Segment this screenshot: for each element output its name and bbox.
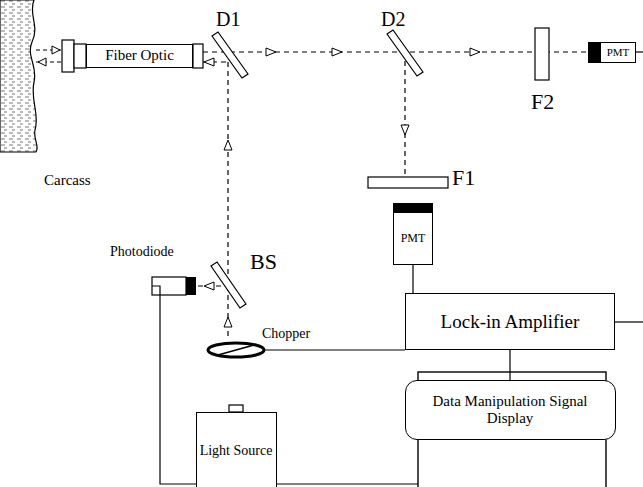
display-box: Data Manipulation Signal Display xyxy=(405,380,616,440)
chopper-blade xyxy=(218,345,254,355)
node-text: PMT xyxy=(401,232,426,246)
beam-arrows xyxy=(36,46,62,66)
amplifier-box: Lock-in Amplifier xyxy=(405,293,615,350)
filter-f2 xyxy=(535,28,549,80)
part-label: Chopper xyxy=(262,326,310,341)
pmt-window xyxy=(588,42,600,63)
light-source-box: Light Source xyxy=(196,412,277,487)
part-label: BS xyxy=(250,250,277,274)
node-text: Lock-in Amplifier xyxy=(441,311,580,333)
node-text: Fiber Optic xyxy=(105,47,174,64)
source-aperture xyxy=(229,405,243,412)
part-label: D1 xyxy=(216,8,240,30)
mirrors xyxy=(211,30,423,308)
part-label: Carcass xyxy=(44,172,91,189)
fiber-connectors xyxy=(62,40,203,72)
pmt-window xyxy=(393,203,433,212)
node-text: Light Source xyxy=(200,443,273,459)
fiber-box: Fiber Optic xyxy=(86,44,193,68)
filter-f1 xyxy=(368,177,448,188)
signal-wire xyxy=(510,350,511,380)
carcass-shape xyxy=(0,0,37,152)
node-text: PMT xyxy=(607,46,630,59)
part-label: D2 xyxy=(381,8,405,30)
part-label: F2 xyxy=(531,90,554,114)
node-text: Data Manipulation Signal Display xyxy=(409,393,612,428)
pmt-box: PMT xyxy=(393,212,433,265)
photodiode-window xyxy=(186,277,196,295)
part-label: Photodiode xyxy=(110,244,174,259)
part-label: F1 xyxy=(452,166,475,190)
chopper-wheel xyxy=(208,343,264,357)
beam-direction-arrows xyxy=(204,48,480,327)
pmt-box: PMT xyxy=(600,42,636,63)
signal-wire xyxy=(413,265,414,293)
